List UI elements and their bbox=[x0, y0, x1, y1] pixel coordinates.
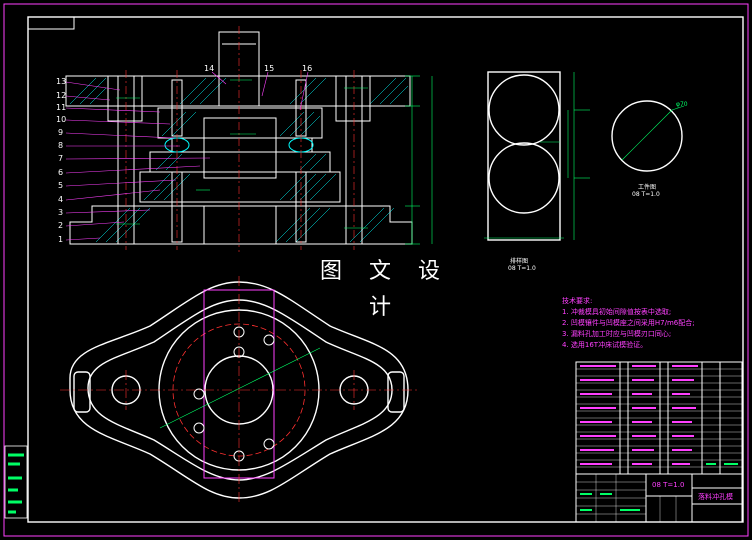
corner-tag bbox=[27, 16, 75, 30]
tech-requirements: 技术要求: 1. 冲裁模具初始间隙值按表中选取; 2. 凹模镶件与凹模座之间采用… bbox=[562, 296, 742, 351]
sidebar-stamp bbox=[4, 445, 28, 519]
part-number: 10 bbox=[56, 115, 67, 124]
tech-requirement-item: 3. 漏料孔加工时应与凹模刃口同心; bbox=[562, 330, 672, 338]
tech-requirement-item: 2. 凹模镶件与凹模座之间采用H7/m6配合; bbox=[562, 319, 695, 327]
part-number: 13 bbox=[56, 77, 67, 86]
workpiece-view bbox=[611, 100, 685, 172]
sheet-border-outer bbox=[3, 3, 749, 537]
hatch-top-plate bbox=[69, 77, 409, 105]
tech-requirement-item: 1. 冲裁模具初始间隙值按表中选取; bbox=[562, 308, 672, 316]
strip-layout-caption: 排样图 bbox=[510, 258, 529, 265]
plan-view bbox=[60, 276, 420, 504]
part-number: 12 bbox=[56, 91, 67, 100]
sheet-border-inner bbox=[27, 16, 744, 523]
strip-layout-spec: 08 T=1.0 bbox=[508, 265, 536, 272]
part-number: 9 bbox=[58, 128, 64, 137]
workpiece-spec: 08 T=1.0 bbox=[632, 191, 660, 198]
part-number: 6 bbox=[58, 168, 64, 177]
title-block-spec: 08 T=1.0 bbox=[652, 481, 685, 489]
section-view bbox=[65, 26, 433, 252]
workpiece-caption: 工件图 bbox=[638, 184, 657, 191]
title-block bbox=[575, 473, 743, 523]
part-number: 8 bbox=[58, 141, 64, 150]
part-number: 1 bbox=[58, 235, 64, 244]
part-number-top: 16 bbox=[302, 64, 313, 73]
tech-requirement-item: 4. 选用16T冲床试模验证。 bbox=[562, 341, 648, 349]
workpiece-dim: φ70 bbox=[676, 101, 688, 108]
part-number-top: 14 bbox=[204, 64, 215, 73]
part-number: 5 bbox=[58, 181, 64, 190]
part-number: 7 bbox=[58, 154, 64, 163]
part-number: 11 bbox=[56, 103, 67, 112]
parts-list-table bbox=[575, 361, 743, 475]
part-number: 3 bbox=[58, 208, 64, 217]
punch bbox=[203, 117, 277, 179]
tech-requirements-title: 技术要求: bbox=[562, 297, 593, 305]
watermark-text: 图 文 设 计 bbox=[320, 259, 450, 320]
part-number-top: 15 bbox=[264, 64, 275, 73]
part-number: 2 bbox=[58, 221, 64, 230]
title-block-drawing-name: 落料冲孔模 bbox=[698, 493, 733, 501]
strip-layout-view bbox=[484, 71, 590, 241]
part-number: 4 bbox=[58, 195, 64, 204]
